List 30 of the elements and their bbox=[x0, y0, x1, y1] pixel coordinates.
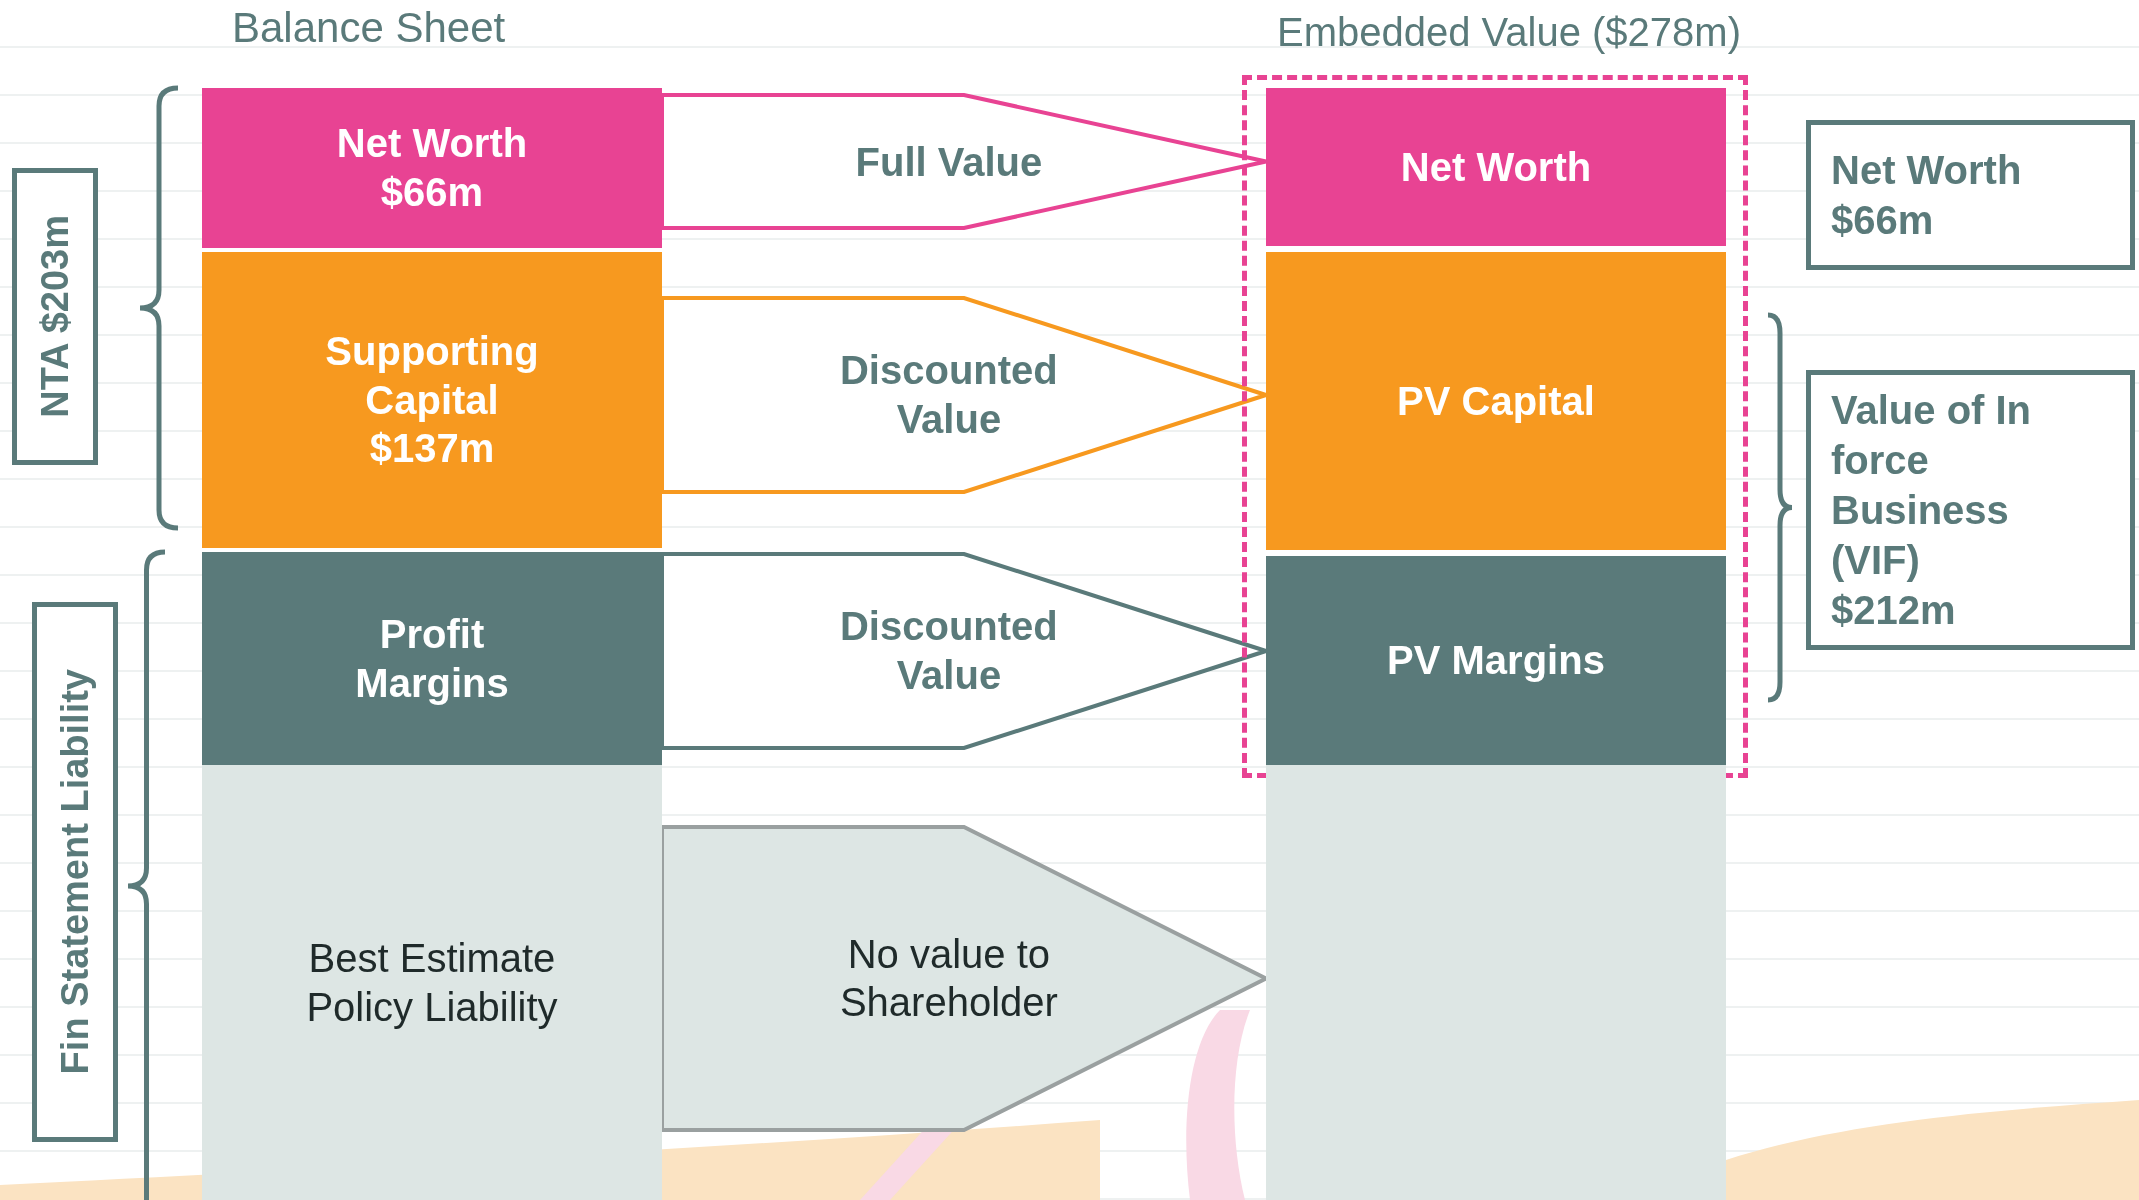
block-label: Net Worth $66m bbox=[335, 120, 529, 216]
value-block bbox=[1266, 252, 1726, 550]
value-block bbox=[202, 765, 662, 1200]
edge-label: Discounted Value bbox=[839, 603, 1059, 699]
value-box bbox=[1806, 370, 2135, 650]
column-heading: Embedded Value ($278m) bbox=[1277, 10, 1741, 55]
value-box bbox=[1806, 120, 2135, 270]
bracket-label-box bbox=[32, 602, 118, 1142]
block-label: Supporting Capital $137m bbox=[324, 327, 540, 473]
box-label: Net Worth $66m bbox=[1831, 147, 2023, 244]
value-block bbox=[202, 88, 662, 248]
edge-label: Full Value bbox=[854, 138, 1044, 186]
block-arrow bbox=[660, 93, 1268, 230]
column-heading: Balance Sheet bbox=[232, 4, 506, 52]
bracket-label: Fin Statement Liability bbox=[53, 669, 97, 1075]
bracket-label-box bbox=[12, 168, 98, 465]
block-label: Profit Margins bbox=[354, 610, 510, 707]
value-block bbox=[1266, 556, 1726, 765]
block-label: Best Estimate Policy Liability bbox=[305, 934, 559, 1031]
edge-label: No value to Shareholder bbox=[838, 930, 1059, 1027]
empty-block bbox=[1266, 765, 1726, 1200]
edge-label: Discounted Value bbox=[839, 347, 1059, 443]
value-block bbox=[202, 552, 662, 765]
block-label: Net Worth bbox=[1400, 143, 1592, 191]
bracket-label: NTA $203m bbox=[33, 215, 77, 418]
value-block bbox=[202, 252, 662, 548]
block-label: PV Capital bbox=[1397, 377, 1595, 425]
value-block bbox=[1266, 88, 1726, 246]
block-label: PV Margins bbox=[1387, 637, 1605, 685]
box-label: Value of In force Business (VIF) $212m bbox=[1831, 387, 2033, 634]
